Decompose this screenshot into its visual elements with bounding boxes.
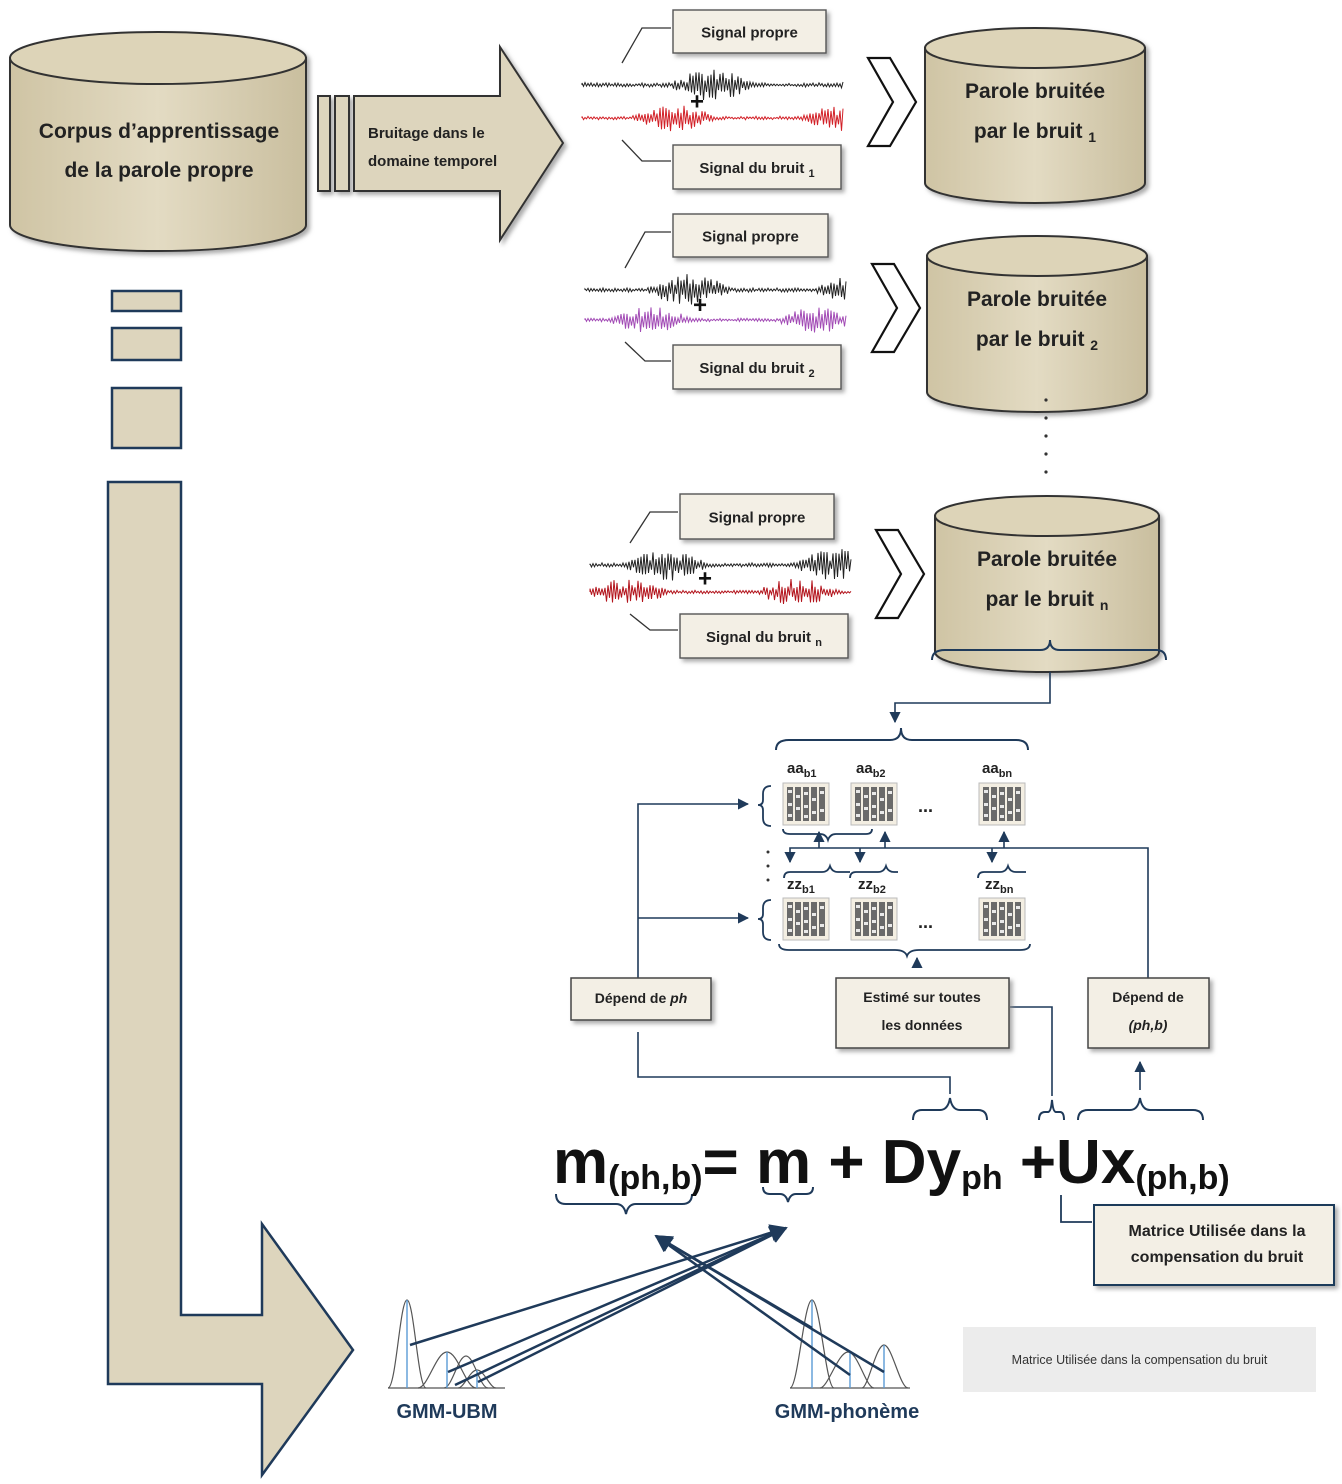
zz-matrices	[782, 897, 1026, 941]
corpus-label-1: Corpus d’apprentissage	[39, 120, 279, 143]
noisy-corpus-label-1: Parole bruitée	[977, 548, 1117, 571]
plus-sign: +	[690, 89, 704, 116]
depend-ph-label: Dépend de ph	[595, 990, 688, 1006]
connector-arrows	[637, 798, 1149, 1096]
noise-signal-box	[672, 144, 842, 190]
matrice-box	[1093, 1204, 1335, 1286]
noisy-corpus-label-2: par le bruit n	[986, 588, 1109, 613]
clean-waveform	[589, 549, 852, 581]
noise-signal-box	[679, 613, 849, 659]
chevron-icon	[874, 528, 926, 620]
side-dots	[766, 850, 770, 882]
label-boxes	[570, 977, 1210, 1049]
noisy-corpus-label-2: par le bruit 2	[976, 328, 1098, 353]
equation: m(ph,b)= m + Dyph +Ux(ph,b)	[553, 1128, 1230, 1197]
noisy-corpus-label-1: Parole bruitée	[965, 80, 1105, 103]
aa-label-2: aab2	[856, 760, 886, 780]
zz-label-n: zzbn	[985, 876, 1014, 896]
matrices-top-brace	[775, 727, 1029, 751]
noisy-corpus-cylinder	[926, 235, 1148, 413]
bruitage-label-2: domaine temporel	[368, 153, 497, 170]
zz-ellipsis: ...	[918, 912, 933, 932]
plus-sign: +	[693, 292, 707, 319]
corpus-label-2: de la parole propre	[64, 159, 253, 182]
cylinder-brace	[931, 639, 1167, 661]
leader-line	[629, 511, 678, 544]
clean-signal-label: Signal propre	[709, 510, 806, 527]
leader-line	[624, 231, 671, 269]
depend-phb-label-1: Dépend de	[1112, 989, 1184, 1005]
aa-label-1: aab1	[787, 760, 817, 780]
gmm-phoneme-markers	[811, 1300, 885, 1388]
noise-signal-label: Signal du bruit 2	[699, 360, 814, 380]
chevron-icon	[870, 262, 922, 354]
noise-waveform	[589, 578, 852, 604]
gmm-ubm-markers	[406, 1300, 478, 1388]
matrice-label-1: Matrice Utilisée dans la	[1129, 1223, 1306, 1240]
leader-line	[624, 341, 671, 362]
clean-waveform	[584, 274, 847, 305]
clean-signal-box	[679, 493, 835, 540]
noisy-corpus-cylinder	[934, 495, 1160, 673]
zz-label-2: zzb2	[858, 876, 886, 896]
aa-ellipsis: ...	[918, 796, 933, 816]
gmm-phoneme-label: GMM-phonème	[775, 1401, 919, 1423]
noise-signal-label: Signal du bruit n	[706, 629, 822, 649]
gmm-arrows	[409, 1224, 885, 1387]
equation-braces	[555, 1097, 1204, 1215]
aa-label-n: aabn	[982, 760, 1012, 780]
matrix-braces	[757, 785, 1031, 959]
vertical-ellipsis	[1044, 398, 1048, 474]
clean-signal-box	[672, 213, 829, 258]
clean-signal-label: Signal propre	[701, 25, 798, 42]
noise-signal-box	[672, 344, 842, 390]
leader-line	[621, 27, 671, 64]
bruitage-label-1: Bruitage dans le	[368, 125, 485, 142]
depend-phb-label-2: (ph,b)	[1129, 1017, 1168, 1033]
clean-waveform	[581, 69, 844, 101]
noisy-corpus-label-2: par le bruit 1	[974, 120, 1096, 145]
noise-signal-label: Signal du bruit 1	[699, 160, 814, 180]
zz-label-1: zzb1	[787, 876, 815, 896]
clean-signal-box	[672, 9, 827, 54]
aa-matrices	[782, 782, 1026, 826]
leader-line	[621, 139, 671, 162]
estime-label-1: Estimé sur toutes	[863, 989, 981, 1005]
big-l-arrow	[106, 289, 355, 1479]
noise-waveform	[581, 105, 844, 132]
noisy-corpus-cylinder	[924, 27, 1146, 204]
note-box: Matrice Utilisée dans la compensation du…	[963, 1327, 1316, 1392]
connector-line	[889, 672, 1051, 724]
bruitage-arrow	[317, 43, 565, 244]
estime-label-2: les données	[882, 1017, 963, 1033]
noise-waveform	[584, 307, 847, 333]
corpus-cylinder	[9, 31, 307, 252]
plus-sign: +	[698, 566, 712, 593]
gmm-ubm-label: GMM-UBM	[396, 1401, 497, 1423]
chevron-icon	[866, 56, 918, 148]
noisy-corpus-label-1: Parole bruitée	[967, 288, 1107, 311]
matrice-label-2: compensation du bruit	[1131, 1249, 1304, 1266]
clean-signal-label: Signal propre	[702, 229, 799, 246]
leader-line	[629, 613, 678, 631]
matrice-pointer	[1060, 1195, 1092, 1223]
